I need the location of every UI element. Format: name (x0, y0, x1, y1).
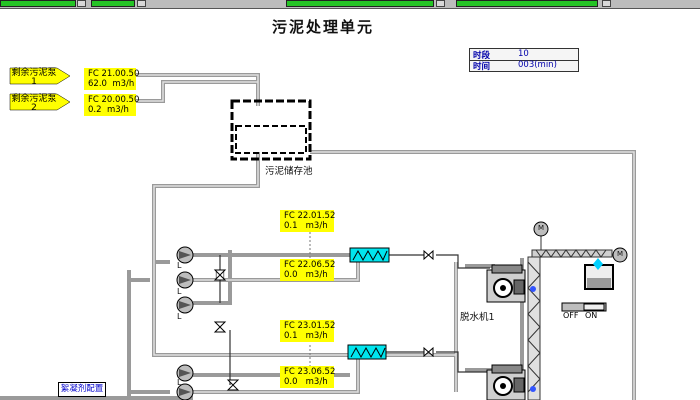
fc-value: 0.1 m3/h (284, 221, 328, 231)
hopper-tank (584, 258, 614, 290)
motors[interactable] (533, 221, 628, 263)
fc-value: 0.0 m3/h (284, 377, 328, 387)
time-table-row: 时间 003(min) (470, 60, 578, 72)
pump-letter: L (177, 312, 182, 321)
status-segment[interactable] (456, 0, 598, 7)
time-table-value: 10 (518, 49, 529, 59)
time-table-row: 时段 10 (470, 49, 578, 61)
valves[interactable] (213, 249, 434, 391)
fc-tag: FC 22.06.52 (284, 260, 336, 270)
flow-controller[interactable]: FC 21.00.50 62.0 m3/h (84, 68, 140, 90)
motor-letter: M (617, 250, 624, 258)
pump-letter: L (177, 378, 182, 387)
fc-tag: FC 23.01.52 (284, 321, 336, 331)
pump-name: 剩余污泥泵 (11, 94, 57, 104)
flow-lines (219, 254, 490, 385)
flow-controller[interactable]: FC 20.00.50 0.2 m3/h (84, 94, 140, 116)
switch-off-label: OFF (563, 311, 579, 320)
flow-controller[interactable]: FC 23.06.52 0.0 m3/h (280, 366, 336, 388)
page-title: 污泥处理单元 (272, 18, 375, 36)
pump-number: 2 (31, 103, 37, 113)
time-table-key: 时间 (473, 62, 491, 72)
flow-controller[interactable]: FC 22.06.52 0.0 m3/h (280, 259, 336, 281)
status-button[interactable] (602, 0, 611, 7)
status-segment[interactable] (91, 0, 135, 7)
status-segment[interactable] (0, 0, 76, 7)
heat-exchanger[interactable] (349, 247, 390, 263)
pump-label: 剩余污泥泵 1 (10, 68, 58, 87)
fc-tag: FC 20.00.50 (88, 95, 140, 105)
pump-label: 剩余污泥泵 2 (10, 94, 58, 113)
status-button[interactable] (137, 0, 146, 7)
storage-tank (230, 99, 312, 161)
dewatering-machine[interactable] (486, 264, 536, 303)
fc-tag: FC 21.00.50 (88, 69, 140, 79)
pump-arrow-2[interactable] (9, 93, 71, 111)
dewatering-machine-label: 脱水机1 (460, 312, 495, 323)
on-off-switch[interactable] (561, 302, 607, 312)
fc-value: 0.2 m3/h (88, 105, 129, 115)
fc-tag: FC 23.06.52 (284, 367, 336, 377)
switch-on-label: ON (585, 311, 598, 320)
fc-value: 0.0 m3/h (284, 270, 328, 280)
flow-controller[interactable]: FC 23.01.52 0.1 m3/h (280, 320, 336, 342)
fc-tag: FC 22.01.52 (284, 211, 336, 221)
fc-value: 0.1 m3/h (284, 331, 328, 341)
heat-exchanger[interactable] (347, 344, 387, 360)
dewatering-machine[interactable] (486, 364, 536, 400)
pump-arrow-1[interactable] (9, 67, 71, 85)
status-button[interactable] (436, 0, 445, 7)
pump-impellers (179, 251, 191, 396)
status-button[interactable] (77, 0, 86, 7)
pumps[interactable] (176, 246, 194, 400)
motor-letter: M (538, 224, 545, 232)
pump-letter: L (177, 261, 182, 270)
pump-name: 剩余污泥泵 (11, 68, 57, 78)
flow-controller[interactable]: FC 22.01.52 0.1 m3/h (280, 210, 336, 232)
pump-number: 1 (31, 77, 37, 87)
pipe-highlights (135, 74, 635, 400)
conveyor-frame (527, 232, 613, 400)
flocculant-config-button[interactable]: 絮凝剂配置 (58, 382, 106, 397)
status-segment[interactable] (286, 0, 434, 7)
time-table: 时段 10 时间 003(min) (469, 48, 579, 72)
pump-letter: L (177, 287, 182, 296)
time-table-key: 时段 (473, 51, 491, 61)
top-status-bar (0, 0, 700, 9)
storage-tank-label: 污泥储存池 (265, 166, 313, 177)
time-table-value: 003(min) (518, 60, 557, 70)
fc-value: 62.0 m3/h (88, 79, 135, 89)
